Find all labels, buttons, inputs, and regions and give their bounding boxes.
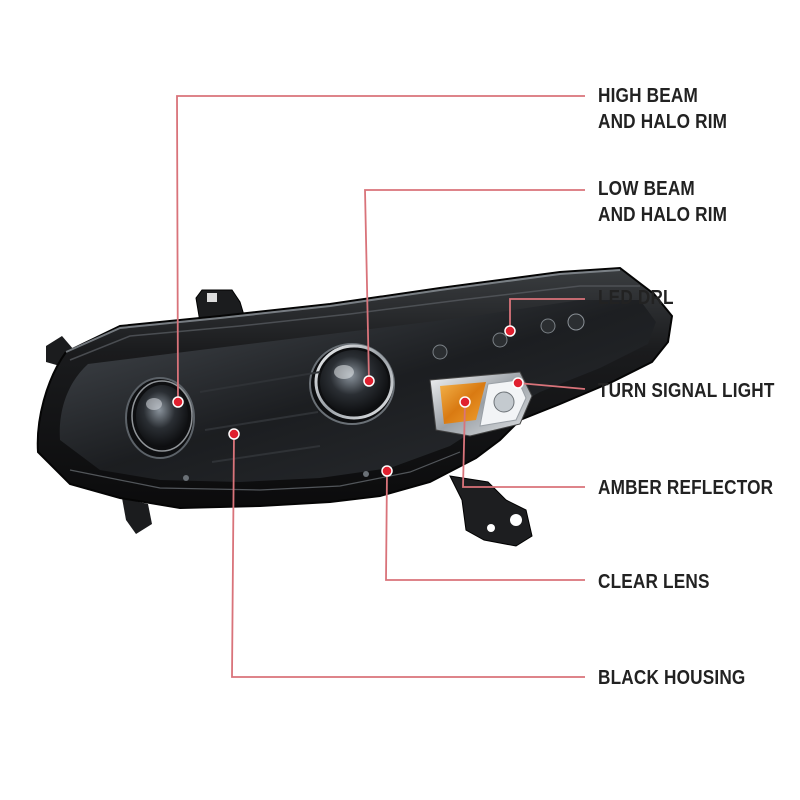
mounting-tab-left [46,336,74,366]
callout-text: CLEAR LENS [598,571,710,593]
callout-text: AMBER REFLECTOR [598,477,774,499]
callout-dot-amber-reflector [459,396,471,408]
callout-label-black-housing: BLACK HOUSING [598,665,745,691]
callout-dot-high-beam [172,396,184,408]
callout-label-led-drl: LED DRL [598,285,674,311]
callout-text: AND HALO RIM [598,111,728,133]
leader-turn-signal [517,382,586,390]
headlight-illustration [36,266,674,547]
callout-dot-led-drl [504,325,516,337]
low-beam-projector [309,343,395,425]
callout-dot-turn-signal [512,377,524,389]
turn-signal-module [429,371,533,437]
callout-label-high-beam: HIGH BEAM AND HALO RIM [598,83,727,135]
high-beam-projector [125,377,195,459]
leader-clear-lens [385,470,585,581]
callout-leaders [172,95,586,678]
callout-text: AND HALO RIM [598,204,728,226]
mounting-bracket-bottom-left [122,498,152,534]
callout-label-clear-lens: CLEAR LENS [598,569,710,595]
callout-label-amber-reflector: AMBER REFLECTOR [598,475,773,501]
callout-dot-low-beam [363,375,375,387]
callout-label-low-beam: LOW BEAM AND HALO RIM [598,176,727,228]
mounting-bracket-bottom-right [449,475,533,547]
callout-text: BLACK HOUSING [598,667,746,689]
callout-text: HIGH BEAM [598,85,698,107]
callout-label-turn-signal: TURN SIGNAL LIGHT [598,378,775,404]
leader-high-beam [176,95,585,403]
callout-dot-black-housing [228,428,240,440]
leader-black-housing [231,433,585,678]
leader-low-beam [364,189,585,382]
led-drl-strip [432,313,585,360]
callout-dot-clear-lens [381,465,393,477]
leader-amber-reflector [462,401,585,488]
callout-text: LED DRL [598,287,674,309]
callout-text: LOW BEAM [598,178,695,200]
callout-text: TURN SIGNAL LIGHT [598,380,775,402]
leader-led-drl [509,298,585,331]
